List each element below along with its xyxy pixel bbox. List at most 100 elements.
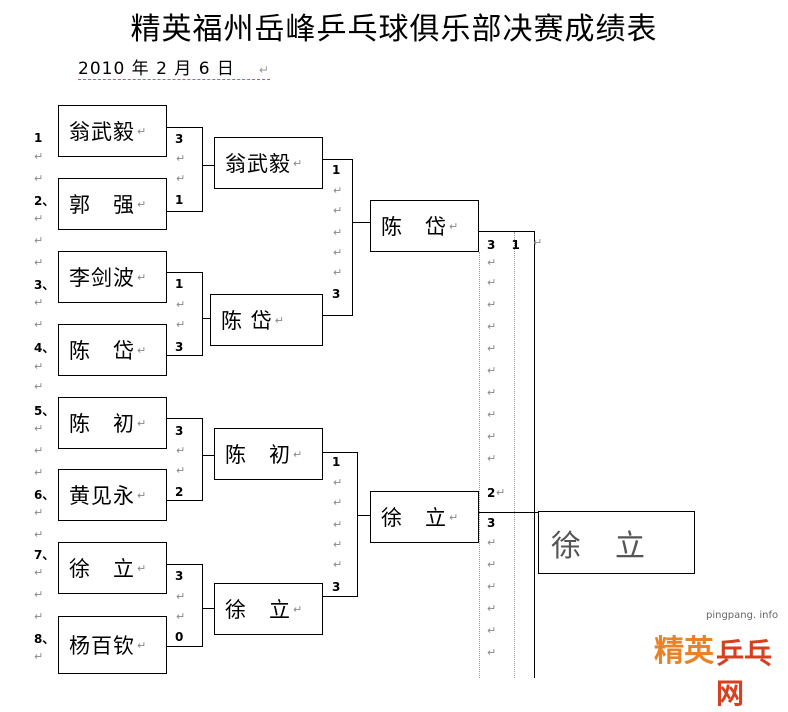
paragraph-mark: ↵ <box>137 488 148 502</box>
round2-player-4: 徐 立↵ <box>214 583 323 635</box>
player-name: 陈 初 <box>69 412 135 436</box>
paragraph-mark: ↵ <box>34 466 44 479</box>
score: 3 1 <box>487 238 520 252</box>
paragraph-mark: ↵ <box>137 197 148 211</box>
bracket-line <box>323 596 358 597</box>
paragraph-mark: ↵ <box>176 444 186 457</box>
paragraph-mark: ↵ <box>34 610 44 623</box>
round1-player-3: 李剑波↵ <box>58 251 167 303</box>
bracket-line <box>357 515 370 516</box>
logo-brand-right: 乒乓网 <box>716 637 773 710</box>
bracket-line <box>352 222 370 223</box>
paragraph-mark: ↵ <box>487 430 497 443</box>
score: 0 <box>175 630 184 644</box>
logo-url: pingpang. info <box>706 610 779 621</box>
paragraph-mark: ↵ <box>333 558 343 571</box>
paragraph-mark: ↵ <box>487 536 497 549</box>
dotted-guide <box>479 252 480 678</box>
paragraph-mark: ↵ <box>487 256 497 269</box>
paragraph-mark: ↵ <box>487 580 497 593</box>
paragraph-mark: ↵ <box>34 444 44 457</box>
paragraph-mark: ↵ <box>176 590 186 603</box>
bracket-line <box>167 564 203 565</box>
paragraph-mark: ↵ <box>293 602 304 616</box>
score: 1 <box>175 193 184 207</box>
round2-player-3: 陈 初↵ <box>214 428 323 480</box>
bracket-line <box>323 159 353 160</box>
paragraph-mark: ↵ <box>34 150 44 163</box>
paragraph-mark: ↵ <box>333 246 343 259</box>
round1-player-1: 翁武毅↵ <box>58 105 167 157</box>
seed-8: 8、 <box>34 632 55 646</box>
champion-box: 徐 立 <box>538 511 695 574</box>
paragraph-mark: ↵ <box>34 588 44 601</box>
paragraph-mark: ↵ <box>34 528 44 541</box>
paragraph-mark: ↵ <box>487 558 497 571</box>
paragraph-mark: ↵ <box>274 313 285 327</box>
bracket-line <box>167 127 203 128</box>
bracket-line <box>202 564 203 647</box>
seed-4: 4、 <box>34 341 55 355</box>
bracket-line <box>202 272 203 356</box>
score: 3 <box>487 516 496 530</box>
score: 1 <box>175 277 184 291</box>
paragraph-mark: ↵ <box>449 510 460 524</box>
paragraph-mark: ↵ <box>137 561 148 575</box>
score: 3 <box>332 287 341 301</box>
page-title: 精英福州岳峰乒乓球俱乐部决赛成绩表 <box>130 12 658 47</box>
round2-player-1: 翁武毅↵ <box>214 137 323 189</box>
score: 3 <box>175 132 184 146</box>
paragraph-mark: ↵ <box>333 204 343 217</box>
paragraph-mark: ↵ <box>293 156 304 170</box>
bracket-line <box>167 272 203 273</box>
player-name: 翁武毅 <box>225 152 291 176</box>
player-name: 徐 立 <box>69 557 135 581</box>
paragraph-mark: ↵ <box>333 184 343 197</box>
paragraph-mark: ↵ <box>333 266 343 279</box>
round1-player-7: 徐 立↵ <box>58 542 167 594</box>
seed-2: 2、 <box>34 194 55 208</box>
bracket-line <box>167 646 203 647</box>
score: 2 <box>487 486 496 500</box>
round1-player-2: 郭 强↵ <box>58 178 167 230</box>
seed-3: 3、 <box>34 278 55 292</box>
paragraph-mark: ↵ <box>333 518 343 531</box>
paragraph-mark: ↵ <box>333 226 343 239</box>
paragraph-mark: ↵ <box>333 476 343 489</box>
round1-player-8: 杨百钦↵ <box>58 616 167 674</box>
bracket-line <box>202 127 203 212</box>
paragraph-mark: ↵ <box>34 296 44 309</box>
logo-brand-left: 精英 <box>654 634 714 669</box>
bracket-line <box>323 452 358 453</box>
bracket-line <box>202 455 214 456</box>
paragraph-mark: ↵ <box>176 464 186 477</box>
player-name: 李剑波 <box>69 266 135 290</box>
paragraph-mark: ↵ <box>34 234 44 247</box>
paragraph-mark: ↵ <box>487 452 497 465</box>
player-name: 徐 立 <box>381 506 447 530</box>
paragraph-mark: ↵ <box>176 172 186 185</box>
bracket-line <box>357 452 358 597</box>
round1-player-5: 陈 初↵ <box>58 397 167 449</box>
paragraph-mark: ↵ <box>533 236 543 249</box>
bracket-line <box>202 418 203 501</box>
player-name: 郭 强 <box>69 193 135 217</box>
seed-7: 7、 <box>34 548 55 562</box>
paragraph-mark: ↵ <box>176 318 186 331</box>
final-player-1: 陈 岱↵ <box>370 200 479 252</box>
score: 3 <box>175 424 184 438</box>
score: 3 <box>332 580 341 594</box>
score: 3 <box>175 569 184 583</box>
paragraph-mark: ↵ <box>487 646 497 659</box>
final-player-2: 徐 立↵ <box>370 491 479 543</box>
player-name: 徐 立 <box>225 598 291 622</box>
paragraph-mark: ↵ <box>176 298 186 311</box>
paragraph-mark: ↵ <box>137 343 148 357</box>
paragraph-mark: ↵ <box>293 447 304 461</box>
champion-name: 徐 立 <box>551 528 647 564</box>
paragraph-mark: ↵ <box>137 124 148 138</box>
seed-1: 1 <box>34 131 43 145</box>
seed-5: 5、 <box>34 404 55 418</box>
bracket-line <box>167 211 203 212</box>
paragraph-mark: ↵ <box>487 386 497 399</box>
